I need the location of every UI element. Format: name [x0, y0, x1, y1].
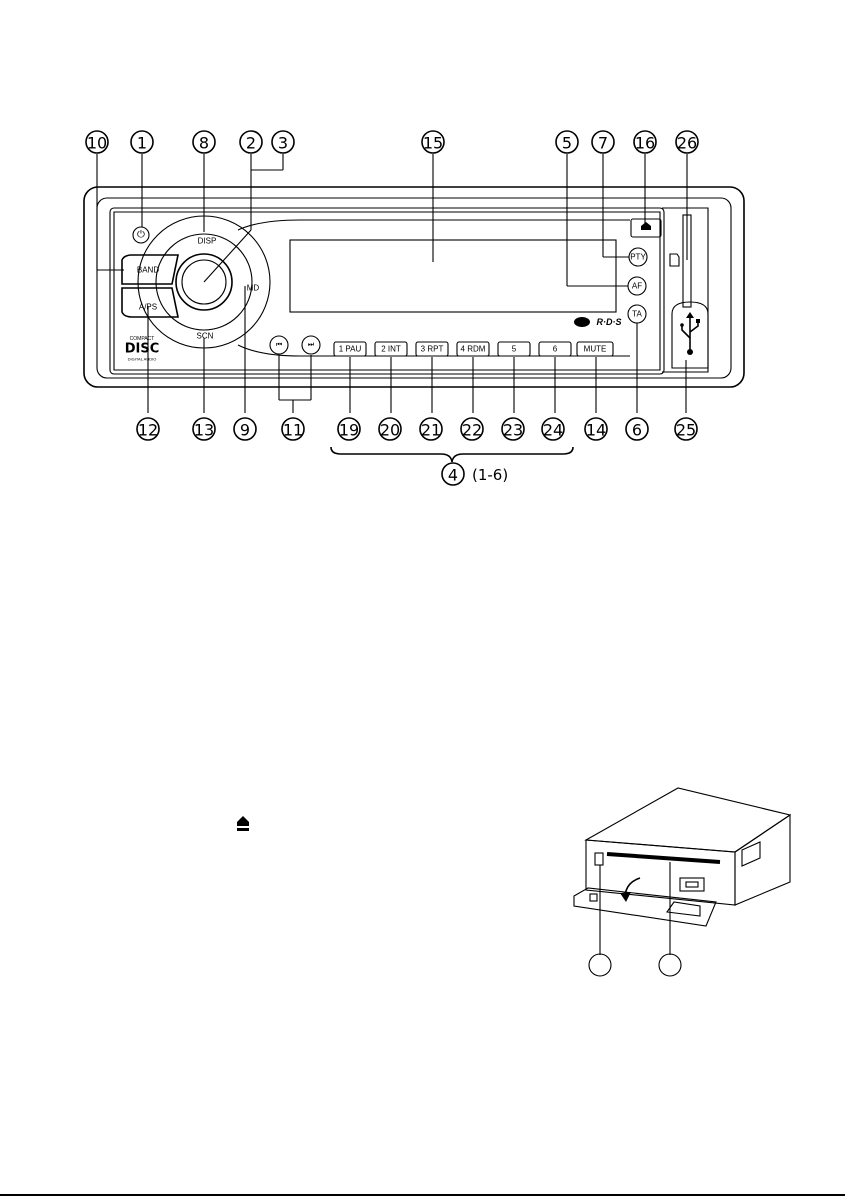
callout-14: 14	[585, 418, 607, 440]
callout-19: 19	[338, 418, 360, 440]
scn-label[interactable]: SCN	[197, 332, 214, 341]
side-slot-panel	[662, 208, 708, 372]
callout-25: 25	[675, 418, 697, 440]
usb-icon	[680, 312, 700, 355]
md-label[interactable]: MD	[247, 284, 260, 293]
svg-text:13: 13	[194, 421, 214, 440]
af-label: AF	[632, 282, 642, 291]
svg-text:19: 19	[339, 421, 359, 440]
preset-label-2: 2 INT	[381, 345, 401, 354]
callout-24: 24	[542, 418, 564, 440]
callout-23: 23	[502, 418, 524, 440]
svg-text:16: 16	[635, 134, 655, 153]
callout-22: 22	[461, 418, 483, 440]
svg-text:12: 12	[138, 421, 158, 440]
svg-text:20: 20	[380, 421, 400, 440]
svg-text:26: 26	[677, 134, 697, 153]
svg-text:8: 8	[199, 134, 209, 153]
mute-label: MUTE	[584, 345, 607, 354]
svg-text:9: 9	[240, 421, 250, 440]
preset-label-1: 1 PAU	[339, 345, 362, 354]
disp-label[interactable]: DISP	[198, 237, 217, 246]
release-icon	[641, 222, 651, 230]
svg-text:22: 22	[462, 421, 482, 440]
sd-card-icon	[670, 254, 679, 266]
svg-text:25: 25	[676, 421, 696, 440]
callout-1: 1	[131, 131, 153, 153]
callout-26: 26	[676, 131, 698, 153]
callout-16: 16	[634, 131, 656, 153]
callout-4: 4	[442, 463, 464, 485]
svg-text:6: 6	[632, 421, 642, 440]
preset-label-5: 5	[512, 345, 517, 354]
svg-text:2: 2	[246, 134, 256, 153]
prev-track-icon: ⏮	[276, 342, 282, 349]
band-label: BAND	[137, 266, 159, 275]
callout-7: 7	[592, 131, 614, 153]
callout-15: 15	[422, 131, 444, 153]
callout-21: 21	[420, 418, 442, 440]
callout-20: 20	[379, 418, 401, 440]
callout-6: 6	[626, 418, 648, 440]
svg-text:14: 14	[586, 421, 606, 440]
svg-text:10: 10	[87, 134, 107, 153]
disc-logo: DISC	[125, 342, 160, 357]
callout-8: 8	[193, 131, 215, 153]
callout-4-range: (1-6)	[472, 466, 508, 484]
eject-icon	[237, 816, 249, 826]
rds-logo: R·D·S	[597, 317, 622, 327]
pty-label: PTY	[630, 253, 646, 262]
callout-12: 12	[137, 418, 159, 440]
callout-2: 2	[240, 131, 262, 153]
preset-group-brace	[331, 447, 573, 462]
svg-text:1: 1	[137, 134, 147, 153]
svg-text:4: 4	[448, 466, 458, 485]
rds-logo-icon	[574, 317, 590, 327]
svg-text:3: 3	[278, 134, 288, 153]
svg-text:23: 23	[503, 421, 523, 440]
svg-text:15: 15	[423, 134, 443, 153]
callout-13: 13	[193, 418, 215, 440]
power-icon: ⏻	[137, 230, 145, 241]
next-track-icon: ⏭	[308, 342, 315, 349]
callout-5: 5	[556, 131, 578, 153]
callout-10: 10	[86, 131, 108, 153]
svg-text:24: 24	[543, 421, 563, 440]
svg-text:5: 5	[562, 134, 572, 153]
callout-3: 3	[272, 131, 294, 153]
unit-isometric-illustration	[574, 788, 790, 976]
disc-logo-bottom: DIGITAL AUDIO	[128, 357, 157, 362]
svg-text:7: 7	[598, 134, 608, 153]
preset-label-6: 6	[553, 345, 558, 354]
svg-text:21: 21	[421, 421, 441, 440]
callout-9: 9	[234, 418, 256, 440]
svg-text:11: 11	[283, 421, 303, 440]
callout-11: 11	[282, 418, 304, 440]
preset-label-3: 3 RPT	[421, 345, 444, 354]
ta-label: TA	[632, 310, 642, 319]
preset-label-4: 4 RDM	[461, 345, 486, 354]
